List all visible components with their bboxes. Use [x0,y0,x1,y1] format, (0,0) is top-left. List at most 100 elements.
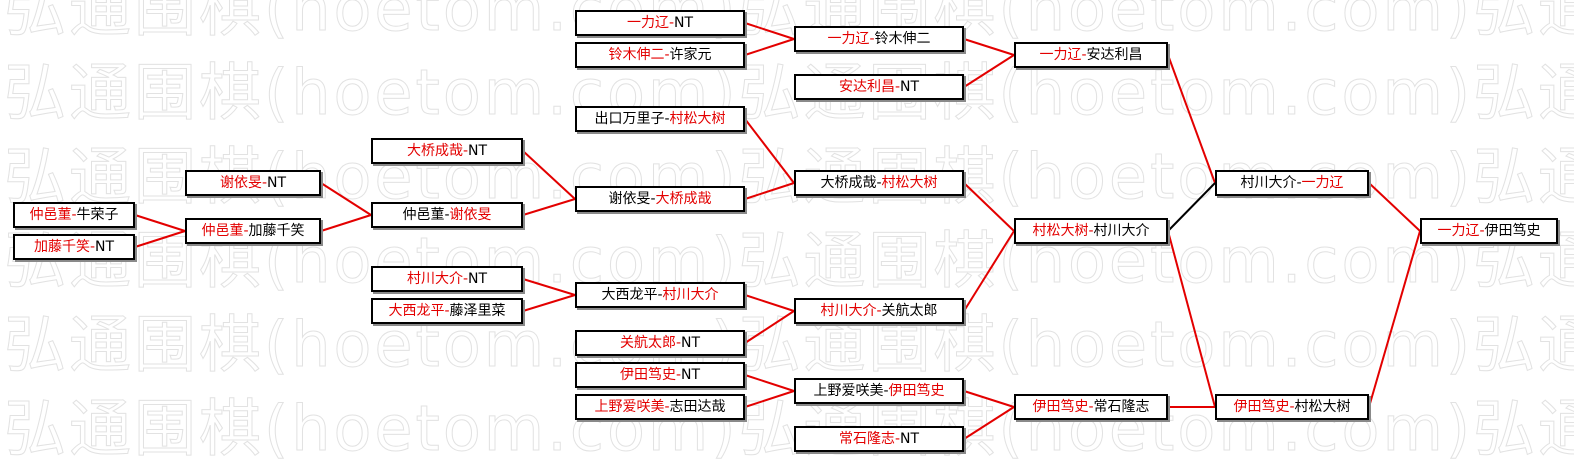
connector-m26-m28 [1368,182,1421,232]
player-a-name: 村松大树 [1032,223,1089,239]
player-b-name: 村川大介 [1093,223,1150,239]
vs-separator: - [1088,223,1094,239]
connector-m16-m21 [744,390,795,408]
vs-separator: - [883,383,889,399]
vs-separator: - [71,207,77,223]
player-b-name: 加藤千笑 [248,223,305,239]
match-box-m03: 谢依旻-NT [185,170,321,196]
match-box-m12: 谢依旻-大桥成哉 [575,186,745,212]
player-a-name: 加藤千笑 [33,239,90,255]
match-box-m04: 仲邑菫-加藤千笑 [185,218,321,244]
connector-m01-m04 [134,214,186,232]
match-box-m13: 大西龙平-村川大介 [575,282,745,308]
player-b-name: NT [900,431,920,447]
vs-separator: - [462,143,469,159]
match-box-m01: 仲邑菫-牛荣子 [13,202,135,228]
match-box-m17: 一力辽-铃木伸二 [794,26,964,52]
vs-separator: - [243,223,249,239]
vs-separator: - [869,31,875,47]
vs-separator: - [1479,223,1485,239]
player-a-name: 伊田笃史 [619,367,676,383]
vs-separator: - [89,239,96,255]
vs-separator: - [675,335,682,351]
match-box-m11: 出口万里子-村松大树 [575,106,745,132]
vs-separator: - [894,79,901,95]
connector-m17-m23 [963,38,1015,56]
player-a-name: 一力辽 [827,31,870,47]
match-box-m25: 伊田笃史-常石隆志 [1014,394,1168,420]
connector-m21-m25 [963,390,1015,408]
player-a-name: 上野爱咲美 [594,399,665,415]
player-a-name: 大桥成哉 [406,143,463,159]
vs-separator: - [675,367,682,383]
connector-m24-m27 [1167,230,1216,408]
match-box-m15: 伊田笃史-NT [575,362,745,388]
connector-m06-m12 [522,198,576,216]
player-b-name: 谢依旻 [449,207,492,223]
player-a-name: 一力辽 [626,15,669,31]
connector-m11-m19 [744,118,795,184]
connector-m03-m06 [320,182,372,216]
player-b-name: NT [267,175,287,191]
player-b-name: NT [95,239,115,255]
vs-separator: - [664,111,670,127]
connector-m12-m19 [744,182,795,200]
player-a-name: 大西龙平 [601,287,658,303]
match-box-m02: 加藤千笑-NT [13,234,135,260]
player-b-name: 村松大树 [881,175,938,191]
match-box-m07: 村川大介-NT [371,266,523,292]
vs-separator: - [444,303,450,319]
connector-m27-m28 [1368,230,1421,408]
connector-m15-m21 [744,374,795,392]
match-box-m21: 上野爱咲美-伊田笃史 [794,378,964,404]
player-b-name: 铃木伸二 [874,31,931,47]
player-b-name: 许家元 [669,47,712,63]
vs-separator: - [894,431,901,447]
match-box-m10: 铃木伸二-许家元 [575,42,745,68]
player-b-name: 关航太郎 [881,303,938,319]
player-a-name: 常石隆志 [838,431,895,447]
player-a-name: 大桥成哉 [820,175,877,191]
match-box-m20: 村川大介-关航太郎 [794,298,964,324]
player-b-name: 伊田笃史 [1484,223,1541,239]
connector-m13-m20 [744,294,795,312]
player-a-name: 仲邑菫 [402,207,445,223]
vs-separator: - [261,175,268,191]
player-b-name: 大桥成哉 [655,191,712,207]
match-box-m27: 伊田笃史-村松大树 [1215,394,1369,420]
match-box-m18: 安达利昌-NT [794,74,964,100]
match-box-m28: 一力辽-伊田笃史 [1420,218,1558,244]
player-b-name: NT [468,143,488,159]
player-a-name: 村川大介 [820,303,877,319]
player-a-name: 铃木伸二 [608,47,665,63]
player-a-name: 谢依旻 [219,175,262,191]
connector-m23-m26 [1167,54,1216,184]
vs-separator: - [876,303,882,319]
connector-m18-m23 [963,54,1015,88]
vs-separator: - [668,15,675,31]
player-b-name: 村松大树 [1294,399,1351,415]
vs-separator: - [1289,399,1295,415]
player-b-name: 村川大介 [662,287,719,303]
vs-separator: - [444,207,450,223]
vs-separator: - [664,47,670,63]
match-box-m16: 上野爱咲美-志田达哉 [575,394,745,420]
player-a-name: 大西龙平 [388,303,445,319]
match-box-m05: 大桥成哉-NT [371,138,523,164]
player-a-name: 谢依旻 [608,191,651,207]
player-a-name: 村川大介 [1240,175,1297,191]
connector-m22-m25 [963,406,1015,440]
vs-separator: - [650,191,656,207]
match-box-m23: 一力辽-安达利昌 [1014,42,1168,68]
player-a-name: 伊田笃史 [1032,399,1089,415]
player-b-name: NT [681,367,701,383]
player-a-name: 仲邑菫 [29,207,72,223]
connector-m04-m06 [320,214,372,232]
player-a-name: 出口万里子 [594,111,665,127]
connector-m20-m24 [963,230,1015,312]
player-a-name: 一力辽 [1437,223,1480,239]
connector-m24-m26 [1167,182,1216,232]
player-b-name: 安达利昌 [1086,47,1143,63]
